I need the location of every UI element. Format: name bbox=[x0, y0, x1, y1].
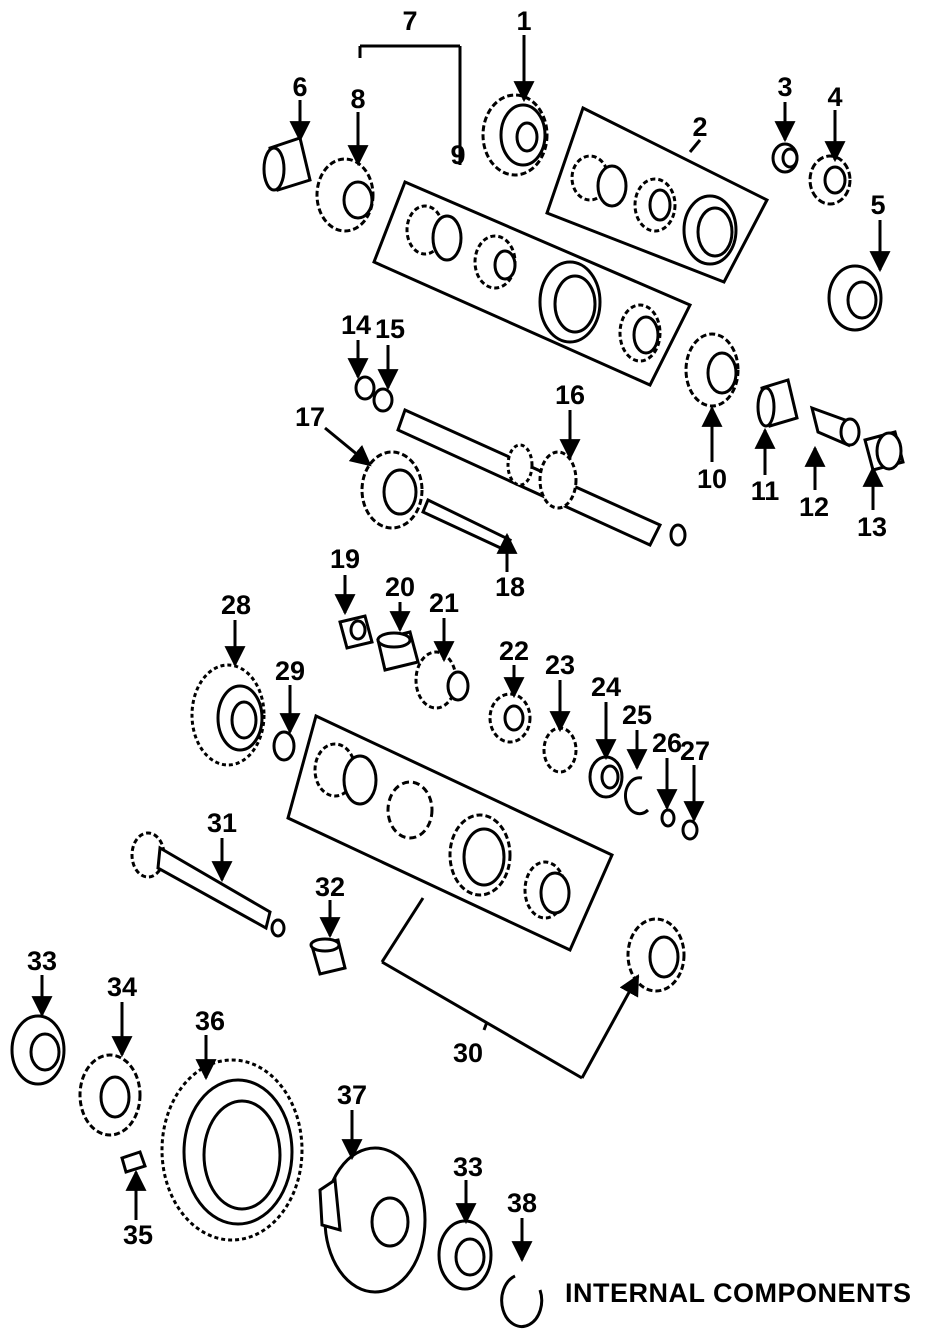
callout-34: 34 bbox=[107, 972, 137, 1002]
callout-20: 20 bbox=[385, 572, 415, 602]
part-20-sleeve-icon bbox=[376, 630, 420, 672]
callout-7: 7 bbox=[402, 6, 417, 36]
part-14-snap-ring-icon bbox=[354, 375, 376, 401]
callout-11: 11 bbox=[751, 476, 780, 506]
part-3-bushing-icon bbox=[771, 142, 799, 174]
part-15-ring-icon bbox=[372, 387, 394, 413]
part-32-bearing-cup-icon bbox=[309, 937, 347, 976]
callout-28: 28 bbox=[221, 590, 251, 620]
part-1-gear-icon bbox=[481, 93, 549, 177]
callout-33-second: 33 bbox=[453, 1152, 483, 1182]
callout-12: 12 bbox=[799, 492, 829, 522]
part-33-bearing-icon bbox=[10, 1014, 66, 1086]
part-22-gear-icon bbox=[488, 692, 532, 744]
callout-16: 16 bbox=[555, 380, 585, 410]
callout-13: 13 bbox=[857, 512, 887, 542]
part-11-sleeve-icon bbox=[756, 378, 799, 428]
part-6-sleeve-icon bbox=[262, 136, 312, 192]
callout-14: 14 bbox=[341, 310, 371, 340]
callout-labels: 1 2 3 4 5 6 7 8 9 10 11 12 13 14 15 16 1… bbox=[27, 6, 887, 1250]
kit-box-30 bbox=[286, 713, 614, 953]
callout-21: 21 bbox=[429, 588, 459, 618]
callout-4: 4 bbox=[827, 82, 842, 112]
callout-18: 18 bbox=[495, 572, 525, 602]
part-21-gear-icon bbox=[414, 650, 470, 710]
callout-5: 5 bbox=[870, 190, 885, 220]
part-27-nut-icon bbox=[681, 819, 699, 841]
part-4-retainer-icon bbox=[808, 154, 852, 206]
part-28-helical-gear-icon bbox=[190, 663, 266, 767]
callout-27: 27 bbox=[680, 736, 710, 766]
callout-1: 1 bbox=[516, 6, 531, 36]
kit-box-2 bbox=[545, 105, 770, 284]
callout-36: 36 bbox=[195, 1006, 225, 1036]
part-24-bearing-icon bbox=[588, 755, 624, 799]
part-18-shaft-pin-icon bbox=[421, 497, 513, 552]
callout-3: 3 bbox=[777, 72, 792, 102]
part-37-differential-case-icon bbox=[318, 1146, 427, 1294]
part-33-bearing-2-icon bbox=[437, 1219, 493, 1291]
callout-29: 29 bbox=[275, 656, 305, 686]
callout-22: 22 bbox=[499, 636, 529, 666]
part-36-ring-gear-icon bbox=[160, 1058, 304, 1242]
part-35-bolt-icon bbox=[120, 1150, 147, 1174]
part-17-gear-icon bbox=[360, 450, 424, 530]
callout-31: 31 bbox=[207, 808, 237, 838]
part-10-gear-icon bbox=[684, 332, 740, 408]
part-29-shim-icon bbox=[272, 730, 296, 762]
part-5-bearing-icon bbox=[827, 264, 883, 332]
callout-19: 19 bbox=[330, 544, 360, 574]
callout-37: 37 bbox=[337, 1080, 367, 1110]
part-12-collar-icon bbox=[809, 405, 861, 448]
part-38-snap-ring-icon bbox=[500, 1274, 544, 1328]
callout-30: 30 bbox=[453, 1038, 483, 1068]
callout-17: 17 bbox=[295, 402, 325, 432]
callout-33: 33 bbox=[27, 946, 57, 976]
parts-artwork bbox=[10, 93, 905, 1328]
part-8-gear-icon bbox=[315, 157, 375, 233]
part-31-pinion-shaft-icon bbox=[130, 831, 286, 938]
part-16-mainshaft-icon bbox=[396, 407, 687, 547]
diagram-caption: INTERNAL COMPONENTS bbox=[565, 1278, 912, 1308]
callout-38: 38 bbox=[507, 1188, 537, 1218]
callout-24: 24 bbox=[591, 672, 621, 702]
kit-box-9 bbox=[372, 180, 693, 387]
part-19-bushing-icon bbox=[338, 614, 374, 650]
part-13-bushing-icon bbox=[863, 430, 905, 472]
callout-8: 8 bbox=[350, 84, 365, 114]
part-23-hub-icon bbox=[542, 726, 578, 774]
part-30-synchronizer-set-icon bbox=[313, 742, 686, 993]
part-34-speedo-gear-icon bbox=[78, 1053, 142, 1137]
leader-lines bbox=[31, 35, 891, 1263]
callout-23: 23 bbox=[545, 650, 575, 680]
callout-9: 9 bbox=[450, 140, 465, 170]
part-26-washer-icon bbox=[660, 808, 676, 828]
callout-32: 32 bbox=[315, 872, 345, 902]
callout-2: 2 bbox=[692, 112, 707, 142]
callout-35: 35 bbox=[123, 1220, 153, 1250]
callout-25: 25 bbox=[622, 700, 652, 730]
part-25-snap-ring-icon bbox=[624, 776, 650, 816]
callout-15: 15 bbox=[375, 314, 405, 344]
callout-26: 26 bbox=[652, 728, 682, 758]
callout-6: 6 bbox=[292, 72, 307, 102]
part-9-synchronizer-set-icon bbox=[405, 204, 662, 363]
part-2-synchronizer-set-icon bbox=[570, 154, 738, 266]
callout-10: 10 bbox=[697, 464, 727, 494]
